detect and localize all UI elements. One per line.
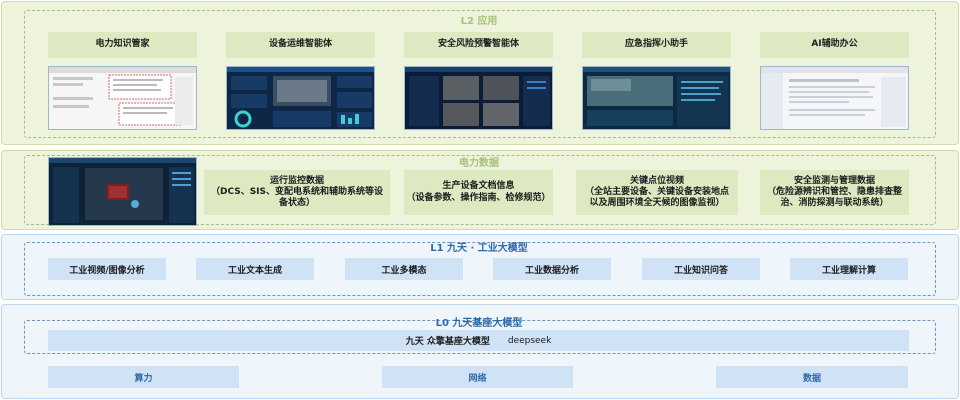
l1-layer-title: L1 九天 · 工业大模型 [430, 243, 528, 254]
l0-base-model-box[interactable]: 九天 众擎基座大模型 deepseek [48, 330, 909, 351]
data-box-key-video[interactable]: 关键点位视频 （全站主要设备、关键设备安装地点 以及周围环境全天候的图像监视） [576, 170, 738, 215]
data-box-title: 生产设备文档信息 [442, 181, 515, 192]
infra-compute[interactable]: 算力 [48, 366, 239, 388]
command-center-screenshot-icon [582, 66, 731, 130]
control-room-screenshot-icon [48, 157, 197, 226]
app-box-emergency-assistant[interactable]: 应急指挥小助手 [582, 32, 731, 58]
office-document-screenshot-icon [760, 66, 909, 130]
data-box-title: 运行监控数据 [269, 175, 324, 186]
l0-model-name-deepseek: deepseek [507, 335, 552, 346]
data-box-title: 安全监测与管理数据 [793, 175, 875, 186]
data-box-title: 关键点位视频 [629, 175, 684, 186]
l1-item-data-analysis[interactable]: 工业数据分析 [493, 258, 611, 280]
l0-model-name: 九天 众擎基座大模型 [405, 337, 490, 347]
data-box-detail: （DCS、SIS、变配电系统和辅助系统等设 [210, 186, 384, 197]
app-box-safety-risk-agent[interactable]: 安全风险预警智能体 [404, 32, 553, 58]
data-box-safety-monitoring[interactable]: 安全监测与管理数据 （危险源辨识和管控、隐患排查整 治、消防探测与联动系统） [760, 170, 909, 215]
l1-item-multimodal[interactable]: 工业多模态 [345, 258, 463, 280]
l1-item-video-image-analysis[interactable]: 工业视频/图像分析 [48, 258, 166, 280]
data-box-detail: 以及周围环境全天候的图像监视） [589, 198, 725, 209]
l2-layer-title: L2 应用 [460, 16, 498, 27]
document-screenshot-icon [48, 66, 197, 130]
data-box-equipment-docs[interactable]: 生产设备文档信息 （设备参数、操作指南、检修规范） [404, 170, 553, 215]
data-box-detail: （危险源辨识和管控、隐患排查整 [766, 186, 902, 197]
l0-layer-title: L0 九天基座大模型 [435, 318, 523, 329]
data-box-detail: （设备参数、操作指南、检修规范） [406, 192, 551, 203]
l0-dashed-frame [24, 320, 936, 354]
data-box-detail: （全站主要设备、关键设备安装地点 [584, 186, 729, 197]
app-box-equipment-maintenance-agent[interactable]: 设备运维智能体 [226, 32, 375, 58]
l1-item-understanding-compute[interactable]: 工业理解计算 [790, 258, 908, 280]
camera-monitor-screenshot-icon [404, 66, 553, 130]
app-box-knowledge-steward[interactable]: 电力知识管家 [48, 32, 197, 58]
dashboard-screenshot-icon [226, 66, 375, 130]
infra-network[interactable]: 网络 [382, 366, 573, 388]
l2-dashed-frame [24, 10, 936, 138]
data-box-detail: 备状态） [278, 198, 315, 209]
data-box-detail: 治、消防探测与联动系统） [780, 198, 889, 209]
data-box-operation-monitoring[interactable]: 运行监控数据 （DCS、SIS、变配电系统和辅助系统等设 备状态） [204, 170, 390, 215]
l1-dashed-frame [24, 242, 936, 296]
app-box-ai-office[interactable]: AI辅助办公 [760, 32, 909, 58]
infra-data[interactable]: 数据 [716, 366, 908, 388]
power-data-dashed-frame [24, 155, 936, 225]
l1-item-knowledge-qa[interactable]: 工业知识问答 [642, 258, 760, 280]
l1-item-text-generation[interactable]: 工业文本生成 [196, 258, 314, 280]
power-data-title: 电力数据 [459, 158, 499, 169]
